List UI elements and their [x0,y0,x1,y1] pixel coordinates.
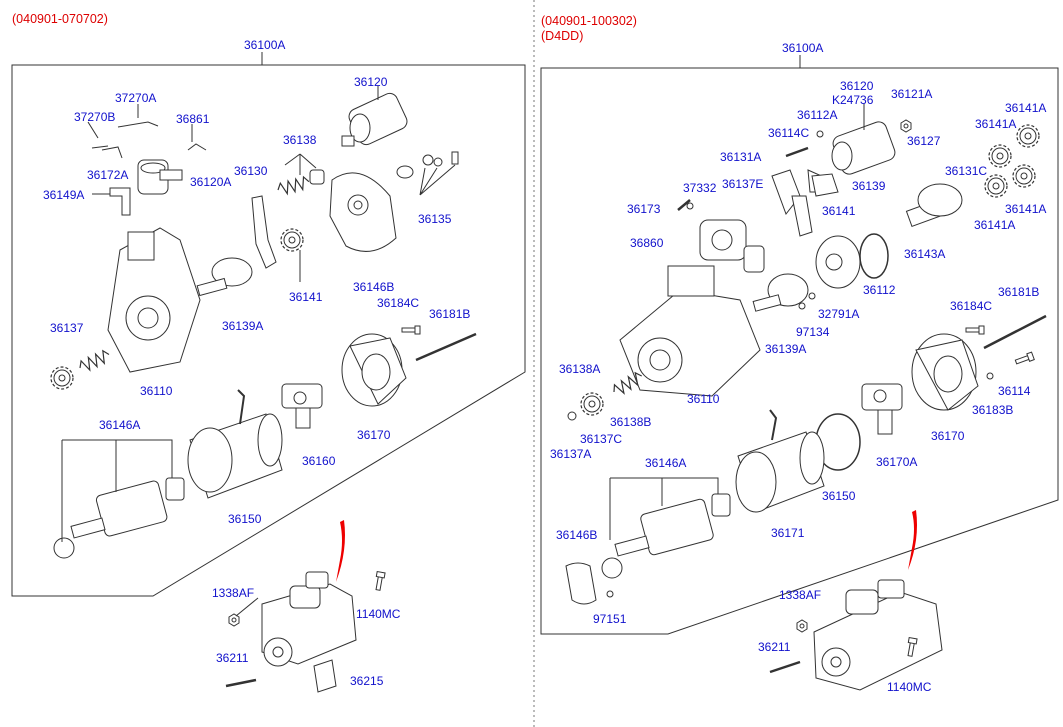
part-code-label[interactable]: 36110 [140,384,173,398]
part-code-label[interactable]: 36172A [87,168,129,182]
part-code-label[interactable]: 36112A [797,108,838,122]
part-code-label[interactable]: 36150 [228,512,262,526]
part-code-label[interactable]: 36149A [43,188,85,202]
part-code-label[interactable]: 32791A [818,307,860,321]
part-code-label[interactable]: 36146A [99,418,141,432]
part-code-label[interactable]: 36173 [627,202,661,216]
part-code-label[interactable]: 36130 [234,164,268,178]
part-code-label[interactable]: 36141 [289,290,323,304]
part-code-label[interactable]: 36120 [840,79,874,93]
part-code-label[interactable]: 36211 [216,651,249,665]
part-code-label[interactable]: 36171 [771,526,805,540]
part-code-label[interactable]: 36138 [283,133,317,147]
part-code-label[interactable]: 36160 [302,454,336,468]
part-code-label[interactable]: 36114C [768,126,810,140]
part-code-label[interactable]: 1338AF [779,588,822,602]
solenoid-switch-part [341,92,408,147]
part-code-label[interactable]: 36139 [852,179,886,193]
part-code-label[interactable]: 37270B [74,110,116,124]
part-code-label[interactable]: 36120A [190,175,232,189]
part-code-label[interactable]: 37332 [683,181,717,195]
part-code-label[interactable]: 36137E [722,177,764,191]
part-code-label[interactable]: 36146B [353,280,395,294]
part-code-label[interactable]: 36183B [972,403,1014,417]
part-code-label[interactable]: 36138A [559,362,601,376]
part-code-label[interactable]: 97151 [593,612,627,626]
right-engine-label: (D4DD) [541,29,584,43]
part-code-label[interactable]: 97134 [796,325,830,339]
part-code-label[interactable]: 36141A [975,117,1017,131]
part-code-label[interactable]: 36138B [610,415,652,429]
part-code-label[interactable]: 36170 [931,429,965,443]
part-code-label[interactable]: 36181B [998,285,1040,299]
part-code-label[interactable]: 36114 [998,384,1031,398]
part-code-label[interactable]: 36137C [580,432,623,446]
part-code-label[interactable]: 36861 [176,112,210,126]
part-code-label[interactable]: 1140MC [887,680,932,694]
part-code-label[interactable]: 36137A [550,447,592,461]
right-assembly-frame [540,67,1059,635]
part-code-label[interactable]: 36135 [418,212,452,226]
part-code-label[interactable]: 36143A [904,247,946,261]
part-code-label[interactable]: 36131C [945,164,988,178]
part-code-label[interactable]: 36141A [974,218,1016,232]
left-revision-label: (040901-070702) [12,12,108,26]
part-code-label[interactable]: 36139A [222,319,264,333]
left-assembly-code[interactable]: 36100A [244,38,286,52]
part-code-label[interactable]: 36127 [907,134,941,148]
right-revision-label: (040901-100302) [541,14,637,28]
part-code-label[interactable]: 36137 [50,321,84,335]
assembled-starter-right [813,579,943,691]
assembly-arrow [336,520,345,582]
part-code-label[interactable]: 36139A [765,342,807,356]
part-code-label[interactable]: 36184C [377,296,420,310]
part-code-label[interactable]: 36112 [863,283,896,297]
part-code-label[interactable]: 1338AF [212,586,255,600]
part-code-label[interactable]: 36141A [1005,202,1047,216]
part-code-label[interactable]: 36110 [687,392,720,406]
left-assembly-frame [11,64,526,597]
part-code-label[interactable]: 36146A [645,456,687,470]
part-code-label[interactable]: 36215 [350,674,384,688]
part-code-label[interactable]: 36141 [822,204,856,218]
part-code-label[interactable]: 36131A [720,150,762,164]
part-code-label[interactable]: 36146B [556,528,598,542]
part-code-label[interactable]: 37270A [115,91,157,105]
part-code-label[interactable]: 36860 [630,236,664,250]
part-code-label[interactable]: 36181B [429,307,471,321]
part-code-label[interactable]: 36141A [1005,101,1047,115]
part-code-label[interactable]: 36170 [357,428,391,442]
part-code-label[interactable]: 36150 [822,489,856,503]
part-code-label[interactable]: 36121A [891,87,933,101]
right-assembly-code[interactable]: 36100A [782,41,824,55]
part-code-label[interactable]: 36170A [876,455,918,469]
part-code-label[interactable]: 36120 [354,75,388,89]
part-code-label[interactable]: 1140MC [356,607,401,621]
part-code-label[interactable]: 36211 [758,640,791,654]
assembly-arrow [908,510,917,570]
assembled-starter-left [261,571,357,667]
part-code-label[interactable]: 36184C [950,299,993,313]
part-code-label[interactable]: K24736 [832,93,874,107]
